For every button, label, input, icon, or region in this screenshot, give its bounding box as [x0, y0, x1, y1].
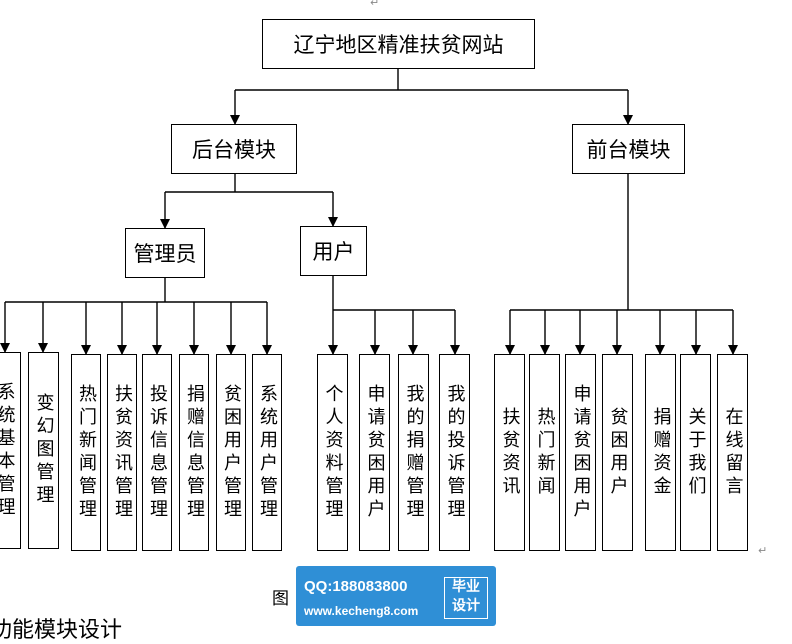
user-item-label: 申请贫困用户	[364, 383, 386, 522]
user-node: 用户	[300, 226, 367, 276]
front-item-label: 申请贫困用户	[570, 383, 592, 522]
admin-item-complaints: 投诉信息管理	[142, 354, 172, 551]
watermark-banner: QQ:188083800 www.kecheng8.com 毕业 设计	[296, 566, 496, 626]
admin-item-label: 变幻图管理	[33, 393, 55, 508]
front-item-label: 在线留言	[722, 406, 744, 499]
figure-caption: 图	[272, 589, 289, 609]
frontend-module-node: 前台模块	[572, 124, 685, 174]
user-item-my-donations: 我的捐赠管理	[398, 354, 429, 551]
paragraph-mark: ↵	[370, 0, 380, 9]
admin-item-donations: 捐赠信息管理	[179, 354, 209, 551]
user-item-label: 我的捐赠管理	[403, 383, 425, 522]
admin-item-carousel: 变幻图管理	[28, 352, 59, 549]
front-item-label: 扶贫资讯	[499, 406, 521, 499]
backend-module-node: 后台模块	[171, 124, 297, 174]
admin-item-label: 捐赠信息管理	[184, 383, 205, 522]
user-item-label: 我的投诉管理	[444, 383, 466, 522]
front-item-donate: 捐赠资金	[645, 354, 676, 551]
root-node: 辽宁地区精准扶贫网站	[262, 19, 535, 69]
admin-item-label: 系统基本管理	[0, 381, 16, 520]
front-item-apply-poor: 申请贫困用户	[565, 354, 596, 551]
admin-item-label: 热门新闻管理	[76, 383, 97, 522]
admin-item-label: 投诉信息管理	[147, 383, 168, 522]
front-item-label: 关于我们	[685, 406, 707, 499]
front-item-about-us: 关于我们	[680, 354, 711, 551]
front-item-message: 在线留言	[717, 354, 748, 551]
user-item-my-complaints: 我的投诉管理	[439, 354, 470, 551]
admin-item-label: 系统用户管理	[257, 383, 278, 522]
front-item-label: 捐赠资金	[650, 406, 672, 499]
watermark-url: www.kecheng8.com	[304, 604, 419, 618]
admin-item-label: 扶贫资讯管理	[112, 383, 133, 522]
front-item-hot-news: 热门新闻	[529, 354, 560, 551]
paragraph-mark: ↵	[758, 544, 768, 557]
admin-node: 管理员	[125, 228, 205, 278]
admin-item-system-users: 系统用户管理	[252, 354, 282, 551]
user-item-label: 个人资料管理	[322, 383, 344, 522]
front-item-label: 贫困用户	[607, 406, 629, 499]
admin-item-hot-news: 热门新闻管理	[71, 354, 101, 551]
front-item-poor-users: 贫困用户	[602, 354, 633, 551]
admin-item-system-basic: 系统基本管理	[0, 352, 21, 549]
watermark-badge: 毕业 设计	[444, 577, 488, 619]
watermark-qq: QQ:188083800	[304, 578, 408, 595]
front-item-poverty-info: 扶贫资讯	[494, 354, 525, 551]
admin-item-poor-users: 贫困用户管理	[216, 354, 246, 551]
user-item-apply-poor: 申请贫困用户	[359, 354, 390, 551]
watermark-badge-line2: 设计	[452, 598, 480, 614]
admin-item-label: 贫困用户管理	[221, 383, 242, 522]
user-item-profile: 个人资料管理	[317, 354, 348, 551]
section-heading: 功能模块设计	[0, 618, 123, 643]
front-item-label: 热门新闻	[534, 406, 556, 499]
watermark-badge-line1: 毕业	[452, 579, 480, 595]
admin-item-poverty-info: 扶贫资讯管理	[107, 354, 137, 551]
